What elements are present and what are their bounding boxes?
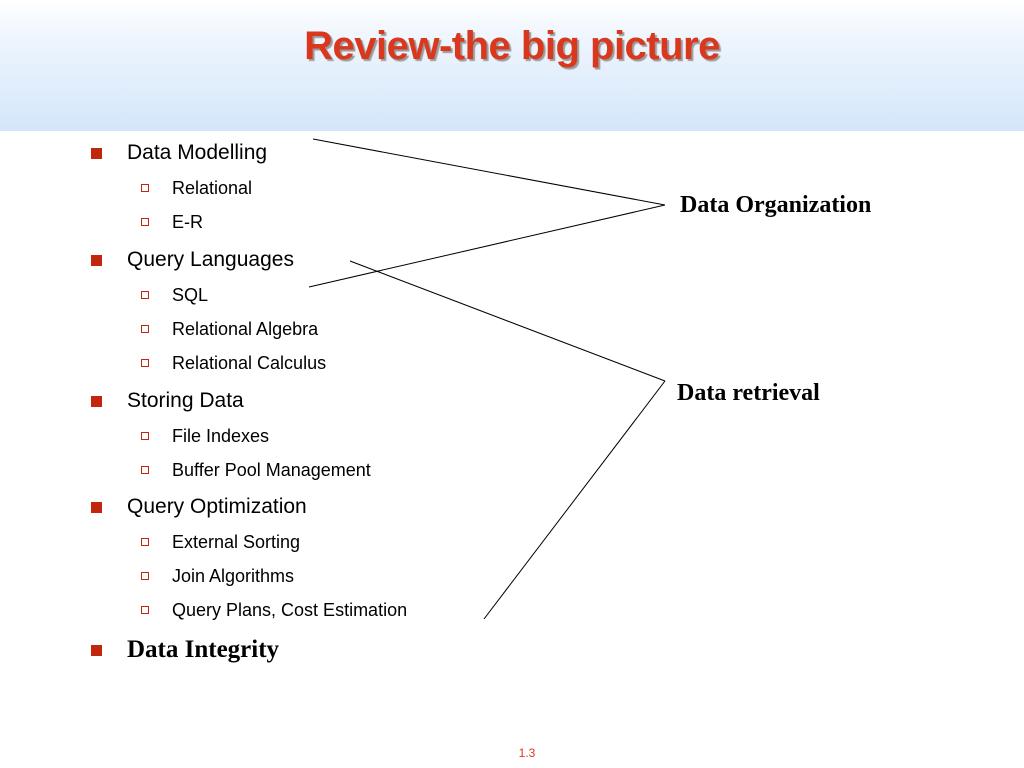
sub-bullet-join-algorithms: Join Algorithms [172, 566, 295, 586]
page-number: 1.3 [518, 746, 536, 760]
filled-square-bullet-icon [91, 645, 102, 656]
bullet-storing-data: Storing Data [127, 389, 244, 412]
label-data-organization: Data Organization [680, 192, 872, 218]
hollow-square-bullet-icon [141, 538, 149, 546]
sub-bullet-buffer-pool: Buffer Pool Management [172, 460, 371, 480]
connector-query-languages-retrieval [349, 260, 666, 382]
bullet-query-languages: Query Languages [127, 248, 294, 271]
sub-bullet-external-sorting: External Sorting [172, 532, 301, 552]
connector-query-optimization [483, 380, 666, 620]
sub-bullet-query-plans: Query Plans, Cost Estimation [172, 600, 408, 620]
bullet-data-integrity: Data Integrity [127, 636, 280, 663]
connector-data-modelling [312, 138, 666, 206]
hollow-square-bullet-icon [141, 184, 149, 192]
slide-title: Review-the big picture [304, 24, 720, 68]
filled-square-bullet-icon [91, 396, 102, 407]
filled-square-bullet-icon [91, 502, 102, 513]
filled-square-bullet-icon [91, 255, 102, 266]
hollow-square-bullet-icon [141, 359, 149, 367]
bullet-list: Data Modelling Relational E-R Query Lang… [91, 141, 408, 663]
label-data-retrieval: Data retrieval [677, 380, 820, 406]
bullet-data-modelling: Data Modelling [127, 141, 268, 164]
filled-square-bullet-icon [91, 148, 102, 159]
sub-bullet-relational-calculus: Relational Calculus [172, 353, 327, 373]
hollow-square-bullet-icon [141, 291, 149, 299]
sub-bullet-relational-algebra: Relational Algebra [172, 319, 319, 339]
header-band [0, 0, 1024, 131]
hollow-square-bullet-icon [141, 432, 149, 440]
bullet-query-optimization: Query Optimization [127, 495, 307, 518]
hollow-square-bullet-icon [141, 572, 149, 580]
sub-bullet-relational: Relational [172, 178, 253, 198]
hollow-square-bullet-icon [141, 325, 149, 333]
sub-bullet-file-indexes: File Indexes [172, 426, 270, 446]
hollow-square-bullet-icon [141, 218, 149, 226]
sub-bullet-er: E-R [172, 212, 203, 232]
connector-query-languages [308, 204, 666, 288]
hollow-square-bullet-icon [141, 606, 149, 614]
sub-bullet-sql: SQL [172, 285, 209, 305]
hollow-square-bullet-icon [141, 466, 149, 474]
